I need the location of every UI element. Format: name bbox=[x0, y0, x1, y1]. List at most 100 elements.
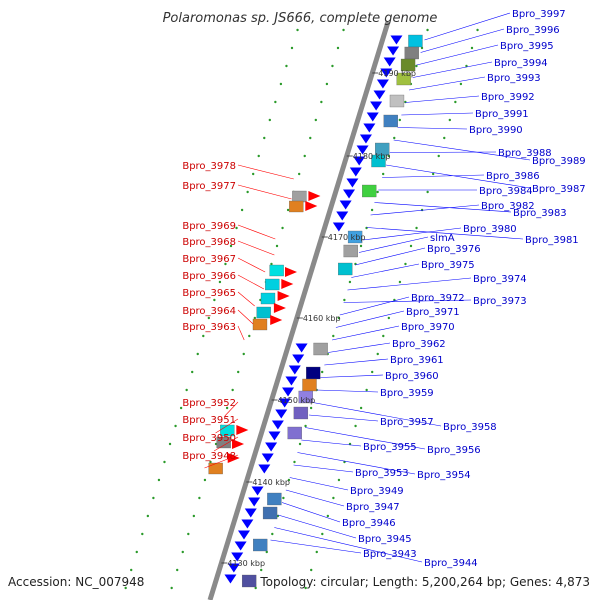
forward-gene-label: Bpro_3992 bbox=[481, 92, 535, 103]
forward-gene-arrow bbox=[244, 508, 257, 518]
forward-gene-box bbox=[404, 46, 419, 60]
forward-gene-arrow bbox=[275, 409, 288, 419]
forward-gene-arrow bbox=[227, 563, 240, 573]
tick-label: 4160 kbp bbox=[303, 314, 341, 323]
forward-leader-line bbox=[335, 310, 405, 328]
forward-gene-label: Bpro_3958 bbox=[443, 422, 497, 433]
forward-gene-label: Bpro_3943 bbox=[363, 549, 417, 560]
forward-gene-arrow bbox=[366, 112, 379, 122]
forward-gene-arrow bbox=[353, 156, 366, 166]
forward-leader-line bbox=[343, 299, 472, 303]
forward-gene-arrow bbox=[363, 123, 376, 133]
forward-gene-label: Bpro_3947 bbox=[346, 502, 400, 513]
reverse-gene-arrow bbox=[232, 439, 245, 449]
forward-leader-line bbox=[358, 236, 429, 253]
forward-gene-arrow bbox=[356, 145, 369, 155]
forward-gene-arrow bbox=[282, 387, 295, 397]
reverse-gene-label: Bpro_3965 bbox=[182, 288, 236, 299]
forward-gene-arrow bbox=[339, 200, 352, 210]
forward-gene-label: Bpro_3960 bbox=[385, 371, 439, 382]
forward-gene-label: Bpro_3959 bbox=[380, 388, 434, 399]
forward-gene-label: Bpro_3957 bbox=[380, 417, 434, 428]
forward-gene-box bbox=[400, 58, 416, 72]
forward-leader-line bbox=[355, 247, 426, 266]
forward-gene-box bbox=[267, 492, 282, 506]
forward-leader-line bbox=[405, 95, 480, 103]
forward-gene-arrow bbox=[332, 222, 345, 232]
forward-leader-line bbox=[281, 502, 341, 523]
forward-gene-box bbox=[347, 230, 363, 244]
forward-gene-box bbox=[313, 342, 328, 356]
forward-gene-box bbox=[306, 366, 321, 380]
reverse-gene-label: Bpro_3950 bbox=[182, 433, 236, 444]
reverse-gene-label: Bpro_3948 bbox=[182, 451, 236, 462]
reverse-leader-line bbox=[237, 164, 294, 180]
forward-gene-label: Bpro_3972 bbox=[411, 293, 465, 304]
reverse-gene-box bbox=[260, 292, 276, 305]
reverse-gene-arrow bbox=[236, 425, 249, 435]
reverse-gene-label: Bpro_3978 bbox=[182, 161, 236, 172]
forward-gene-arrow bbox=[278, 398, 291, 408]
forward-gene-arrow bbox=[373, 90, 386, 100]
forward-leader-line bbox=[412, 61, 493, 78]
gene-labels: Bpro_3978Bpro_3977Bpro_3969Bpro_3968Bpro… bbox=[182, 9, 585, 569]
forward-leader-line bbox=[289, 477, 349, 491]
reverse-gene-label: Bpro_3951 bbox=[182, 415, 236, 426]
reverse-leader-line bbox=[237, 291, 255, 307]
forward-gene-box bbox=[293, 406, 309, 420]
reverse-gene-label: Bpro_3968 bbox=[182, 237, 236, 248]
forward-gene-arrow bbox=[370, 101, 383, 111]
forward-leader-line bbox=[366, 227, 524, 240]
reverse-gene-arrow bbox=[273, 303, 286, 313]
reverse-gene-box bbox=[208, 462, 223, 475]
forward-gene-arrow bbox=[231, 552, 244, 562]
forward-leader-line bbox=[401, 112, 474, 116]
reverse-gene-box bbox=[265, 278, 280, 291]
forward-leader-line bbox=[316, 389, 379, 393]
forward-gene-box bbox=[298, 390, 313, 404]
reverse-gene-box bbox=[252, 318, 268, 331]
reverse-gene-box bbox=[216, 436, 231, 449]
forward-gene-label: Bpro_3954 bbox=[417, 470, 471, 481]
accession-text: Accession: NC_007948 bbox=[8, 575, 144, 589]
forward-leader-line bbox=[351, 263, 420, 278]
forward-leader-line bbox=[285, 489, 345, 507]
forward-gene-label: Bpro_3946 bbox=[342, 518, 396, 529]
reverse-leader-line bbox=[237, 224, 276, 240]
label-leaders bbox=[204, 12, 531, 563]
reverse-gene-label: Bpro_3963 bbox=[182, 322, 236, 333]
forward-gene-arrow bbox=[387, 46, 400, 56]
forward-gene-arrow bbox=[251, 486, 264, 496]
forward-gene-arrow bbox=[343, 189, 356, 199]
forward-gene-arrow bbox=[349, 167, 362, 177]
forward-leader-line bbox=[409, 76, 486, 91]
forward-gene-box bbox=[343, 244, 358, 258]
forward-gene-label: Bpro_3993 bbox=[487, 73, 541, 84]
forward-leader-line bbox=[416, 44, 499, 66]
reverse-gene-box bbox=[289, 200, 304, 213]
forward-gene-arrow bbox=[261, 453, 274, 463]
forward-gene-box bbox=[371, 154, 386, 168]
reverse-gene-arrow bbox=[277, 291, 290, 301]
reverse-gene-box bbox=[292, 190, 307, 203]
reverse-gene-label: Bpro_3964 bbox=[182, 306, 236, 317]
reverse-gene-label: Bpro_3966 bbox=[182, 271, 236, 282]
reverse-leader-line bbox=[237, 184, 292, 200]
forward-gene-arrow bbox=[265, 442, 278, 452]
forward-leader-line bbox=[393, 139, 531, 161]
forward-gene-box bbox=[302, 378, 317, 392]
map-title: Polaromonas sp. JS666, complete genome bbox=[163, 11, 438, 26]
forward-leader-line bbox=[305, 427, 426, 450]
forward-leader-line bbox=[324, 358, 389, 366]
tick-label: 4150 kbp bbox=[278, 396, 316, 405]
forward-gene-box bbox=[408, 34, 423, 48]
forward-gene-label: Bpro_3976 bbox=[427, 244, 481, 255]
forward-gene-label: Bpro_3982 bbox=[481, 201, 535, 212]
forward-gene-label: slmA bbox=[430, 233, 455, 244]
forward-gene-box bbox=[362, 184, 377, 198]
forward-gene-arrow bbox=[271, 420, 284, 430]
forward-gene-label: Bpro_3994 bbox=[494, 58, 548, 69]
reverse-gene-label: Bpro_3952 bbox=[182, 398, 236, 409]
